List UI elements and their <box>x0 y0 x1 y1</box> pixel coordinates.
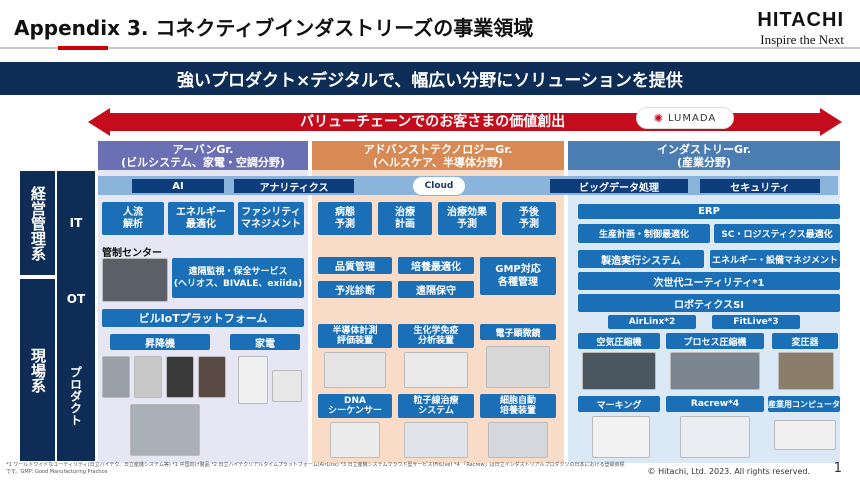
group-header-industry: インダストリーGr. (産業分野) <box>568 141 840 170</box>
ind-prod-transformer: 変圧器 <box>772 333 838 349</box>
group-header-urban: アーバンGr. (ビルシステム、家電・空調分野) <box>98 141 308 170</box>
adv-prod-dna: DNA シーケンサー <box>318 394 392 418</box>
cell-culture-photo <box>488 422 548 458</box>
side-label-management: 経営管理系 <box>20 171 55 275</box>
lumada-text: LUMADA <box>667 112 717 124</box>
ind-service-airlinx: AirLinx*2 <box>608 315 696 329</box>
urban-it-energy: エネルギー 最適化 <box>168 202 234 235</box>
title-accent <box>58 46 108 50</box>
elevator-label: 昇降機 <box>110 334 210 350</box>
adv-ot-gmp: GMP対応 各種管理 <box>480 257 556 295</box>
appliance-label: 家電 <box>230 334 300 350</box>
ind-it-production-plan: 生産計画・制御最適化 <box>578 224 710 243</box>
adv-prod-particle: 粒子線治療 システム <box>398 394 474 418</box>
elevator-photo-1 <box>102 356 130 398</box>
chip-security: セキュリティ <box>700 179 820 194</box>
page-number: 1 <box>833 461 842 476</box>
adv-ot-predictive: 予兆診断 <box>318 281 392 298</box>
ind-prod-process-compressor: プロセス圧縮機 <box>666 333 764 349</box>
page-title: Appendix 3. コネクティブインダストリーズの事業領域 <box>14 16 534 40</box>
elevator-photo-2 <box>134 356 162 398</box>
ind-service-fitlive: FitLive*3 <box>712 315 800 329</box>
value-chain-label: バリューチェーンでのお客さまの価値創出 <box>300 114 566 130</box>
process-compressor-photo <box>670 352 760 390</box>
ind-ot-robotics: ロボティクスSI <box>578 294 840 312</box>
urban-it-facility: ファシリティ マネジメント <box>238 202 304 235</box>
urban-it-people-flow: 人流 解析 <box>102 202 164 235</box>
racrew-photo <box>680 416 750 458</box>
adv-it-condition-predict: 病態 予測 <box>318 202 372 235</box>
side-label-field: 現場系 <box>20 279 55 461</box>
adv-it-treatment-plan: 治療 計画 <box>378 202 432 235</box>
group-urban-scope: (ビルシステム、家電・空調分野) <box>121 156 285 169</box>
group-advanced-scope: (ヘルスケア、半導体分野) <box>373 156 503 169</box>
ind-ot-energy-mgmt: エネルギー・設備マネジメント <box>710 250 840 268</box>
particle-therapy-photo <box>404 422 468 458</box>
refrigerator-photo <box>238 356 268 404</box>
ind-prod-industrial-pc: 産業用コンピュータ <box>768 396 840 412</box>
ind-ot-mes: 製造実行システム <box>578 250 704 268</box>
copyright: © Hitachi, Ltd. 2023. All rights reserve… <box>647 467 810 476</box>
brand-tagline: Inspire the Next <box>760 32 844 47</box>
adv-prod-biochem: 生化学免疫 分析装置 <box>398 324 474 348</box>
brand-name: HITACHI <box>757 9 844 31</box>
group-header-advanced: アドバンストテクノロジーGr. (ヘルスケア、半導体分野) <box>312 141 564 170</box>
row-label-product: プロダクト <box>57 330 95 461</box>
chip-analytics: アナリティクス <box>234 179 354 194</box>
biochem-photo <box>404 352 468 388</box>
adv-ot-culture: 培養最適化 <box>398 257 474 274</box>
adv-ot-quality: 品質管理 <box>318 257 392 274</box>
group-industry-scope: (産業分野) <box>676 156 732 169</box>
adv-it-effect-predict: 治療効果 予測 <box>438 202 496 235</box>
air-compressor-photo <box>582 352 656 390</box>
washer-photo <box>272 370 302 402</box>
ind-prod-air-compressor: 空気圧縮機 <box>578 333 660 349</box>
cloud-icon: Cloud <box>412 176 466 196</box>
lumada-mark-icon: ✺ <box>653 111 664 125</box>
adv-ot-remote: 遠隔保守 <box>398 281 474 298</box>
adv-prod-microscope: 電子顕微鏡 <box>480 324 556 340</box>
ind-it-logistics: SC・ロジスティクス最適化 <box>714 224 840 243</box>
microscope-photo <box>486 346 550 388</box>
industrial-pc-photo <box>774 420 836 450</box>
ind-it-erp: ERP <box>578 204 840 219</box>
elevator-photo-3 <box>166 356 194 398</box>
hitachi-logo: HITACHI Inspire the Next <box>757 9 844 48</box>
dna-sequencer-photo <box>330 422 380 458</box>
semiconductor-photo <box>324 352 386 388</box>
control-center-label: 管制センター <box>102 248 162 259</box>
chip-bigdata: ビッグデータ処理 <box>550 179 688 194</box>
escalator-photo <box>130 404 200 456</box>
field-text: 現場系 <box>29 347 47 393</box>
ind-prod-racrew: Racrew*4 <box>666 396 764 412</box>
transformer-photo <box>778 352 834 390</box>
chip-ai: AI <box>132 179 224 193</box>
group-advanced-name: アドバンストテクノロジーGr. <box>363 143 513 156</box>
headline-banner: 強いプロダクト×デジタルで、幅広い分野にソリューションを提供 <box>0 62 860 95</box>
adv-prod-semiconductor: 半導体計測 評価装置 <box>318 324 392 348</box>
building-iot-platform: ビルIoTプラットフォーム <box>102 309 304 327</box>
adv-it-prognosis: 予後 予測 <box>502 202 556 235</box>
footnotes: *1 ワールドワイドなユーティリティ(日立ハイテク、日立産機システム等) *1 … <box>6 462 625 475</box>
marking-photo <box>592 416 650 458</box>
group-industry-name: インダストリーGr. <box>656 143 752 156</box>
management-text: 経営管理系 <box>29 185 47 261</box>
remote-monitoring-box: 遠隔監視・保全サービス (ヘリオス、BIVALE、exiida) <box>172 258 304 298</box>
product-text: プロダクト <box>68 365 83 426</box>
title-divider <box>0 47 860 49</box>
lumada-logo: ✺ LUMADA <box>636 107 734 129</box>
control-center-photo <box>102 258 168 302</box>
ind-ot-next-utility: 次世代ユーティリティ*1 <box>578 272 840 290</box>
group-urban-name: アーバンGr. <box>172 143 234 156</box>
elevator-photo-4 <box>198 356 226 398</box>
ind-prod-marking: マーキング <box>578 396 660 412</box>
adv-prod-cell-culture: 細胞自動 培養装置 <box>480 394 556 418</box>
